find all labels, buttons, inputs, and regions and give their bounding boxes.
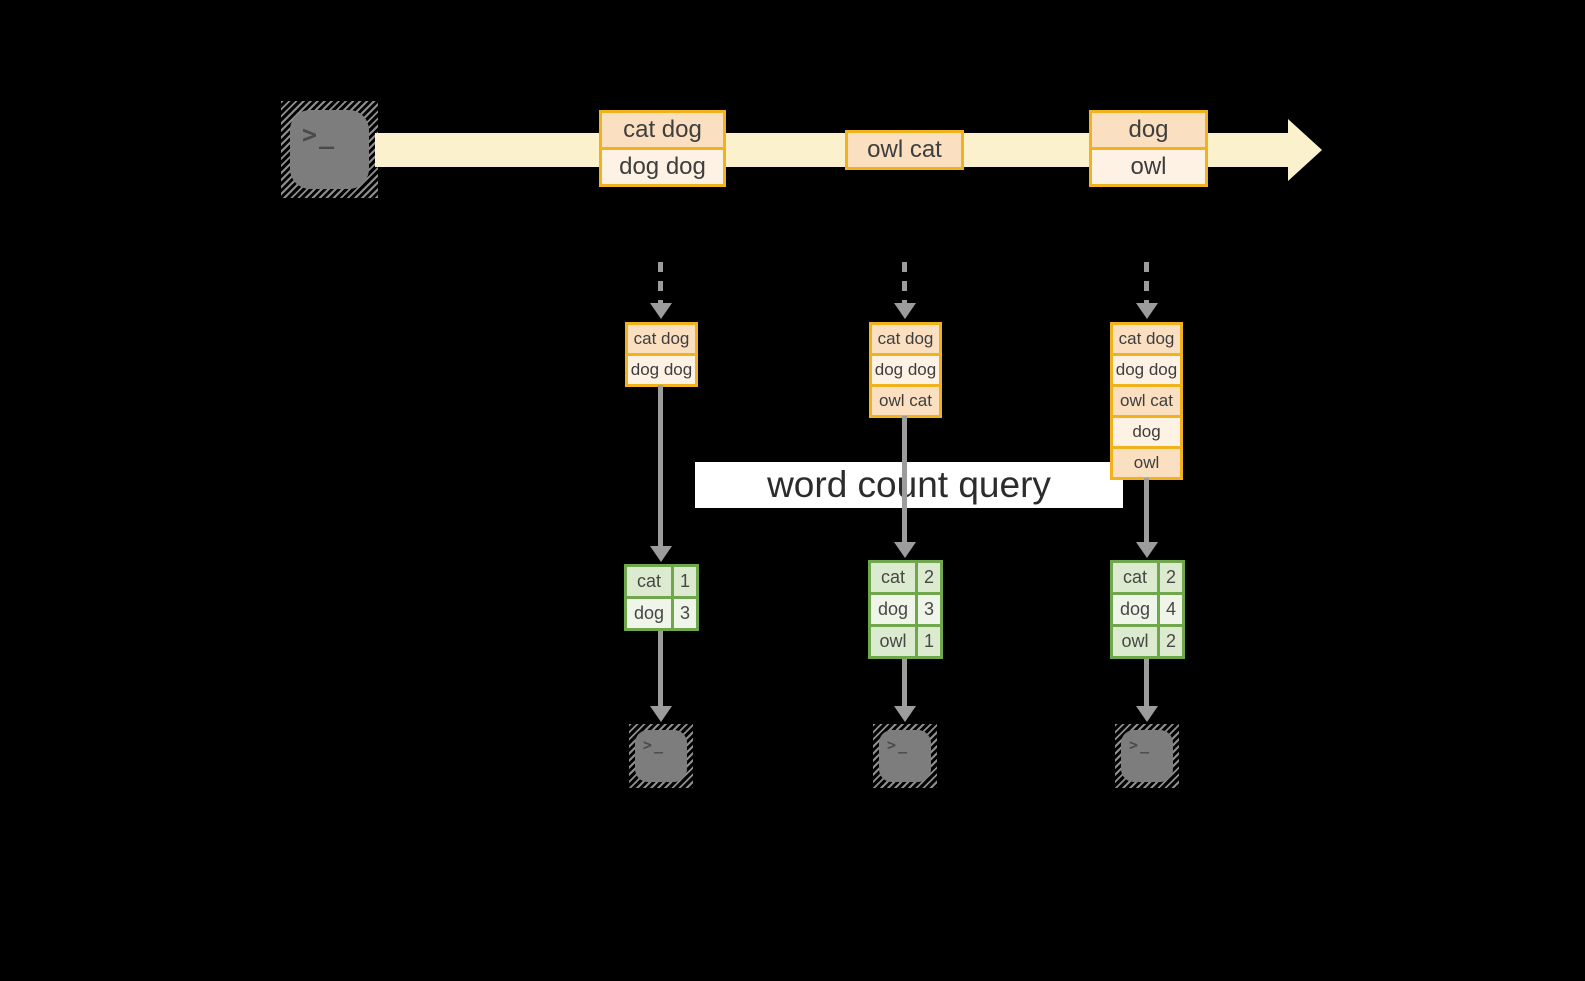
query-label-text: word count query xyxy=(767,464,1051,505)
input-record: owl cat xyxy=(872,387,939,415)
count-cell: 1 xyxy=(674,567,696,596)
stream-batch-1: cat dog dog dog xyxy=(599,110,726,187)
count-cell: 2 xyxy=(918,563,940,592)
input-record: dog xyxy=(1113,418,1180,446)
terminal-prompt-icon: >_ xyxy=(302,120,337,149)
word-cell: cat xyxy=(871,563,915,592)
count-cell: 1 xyxy=(918,627,940,656)
down-arrow xyxy=(902,659,907,707)
word-cell: owl xyxy=(1113,627,1157,656)
down-arrow xyxy=(658,385,663,547)
word-count-table-3: cat 2 dog 4 owl 2 xyxy=(1110,560,1185,659)
table-row: cat 2 xyxy=(871,563,940,592)
table-row: dog 4 xyxy=(1113,595,1182,624)
dashed-down-arrow xyxy=(1144,262,1149,306)
stream-record: owl xyxy=(1092,150,1205,184)
word-cell: dog xyxy=(871,595,915,624)
terminal-panel: >_ xyxy=(1121,730,1173,782)
terminal-sink-icon: >_ xyxy=(629,724,693,788)
stream-record: cat dog xyxy=(602,113,723,147)
terminal-prompt-icon: >_ xyxy=(643,736,666,754)
table-row: owl 2 xyxy=(1113,627,1182,656)
dashed-down-arrow xyxy=(902,262,907,306)
word-cell: cat xyxy=(627,567,671,596)
count-cell: 3 xyxy=(918,595,940,624)
down-arrow xyxy=(902,416,907,543)
terminal-panel: >_ xyxy=(290,110,369,189)
dashed-down-arrow xyxy=(658,262,663,306)
terminal-sink-icon: >_ xyxy=(1115,724,1179,788)
arrowhead-icon xyxy=(894,303,916,319)
word-cell: dog xyxy=(1113,595,1157,624)
stream-arrowhead-icon xyxy=(1288,119,1322,181)
stream-record: owl cat xyxy=(848,133,961,167)
input-record: cat dog xyxy=(872,325,939,353)
word-cell: dog xyxy=(627,599,671,628)
input-record: dog dog xyxy=(1113,356,1180,384)
down-arrow xyxy=(1144,478,1149,543)
stream-batch-2: owl cat xyxy=(845,130,964,170)
word-cell: owl xyxy=(871,627,915,656)
input-record: owl xyxy=(1113,449,1180,477)
input-record: owl cat xyxy=(1113,387,1180,415)
microbatch-input-1: cat dog dog dog xyxy=(625,322,698,387)
down-arrow xyxy=(658,631,663,707)
count-cell: 3 xyxy=(674,599,696,628)
terminal-prompt-icon: >_ xyxy=(1129,736,1152,754)
microbatch-input-3: cat dog dog dog owl cat dog owl xyxy=(1110,322,1183,480)
terminal-panel: >_ xyxy=(635,730,687,782)
stream-record: dog dog xyxy=(602,150,723,184)
count-cell: 2 xyxy=(1160,563,1182,592)
arrowhead-icon xyxy=(894,542,916,558)
stream-batch-3: dog owl xyxy=(1089,110,1208,187)
input-record: cat dog xyxy=(628,325,695,353)
word-count-query-label: word count query xyxy=(695,462,1123,508)
arrowhead-icon xyxy=(894,706,916,722)
count-cell: 4 xyxy=(1160,595,1182,624)
arrowhead-icon xyxy=(650,546,672,562)
word-count-table-1: cat 1 dog 3 xyxy=(624,564,699,631)
table-row: dog 3 xyxy=(627,599,696,628)
input-record: dog dog xyxy=(628,356,695,384)
stream-record: dog xyxy=(1092,113,1205,147)
arrowhead-icon xyxy=(650,706,672,722)
input-record: dog dog xyxy=(872,356,939,384)
microbatch-input-2: cat dog dog dog owl cat xyxy=(869,322,942,418)
table-row: cat 2 xyxy=(1113,563,1182,592)
table-row: dog 3 xyxy=(871,595,940,624)
down-arrow xyxy=(1144,659,1149,707)
arrowhead-icon xyxy=(1136,303,1158,319)
input-record: cat dog xyxy=(1113,325,1180,353)
terminal-sink-icon: >_ xyxy=(873,724,937,788)
table-row: owl 1 xyxy=(871,627,940,656)
word-count-table-2: cat 2 dog 3 owl 1 xyxy=(868,560,943,659)
terminal-prompt-icon: >_ xyxy=(887,736,910,754)
terminal-source-icon: >_ xyxy=(281,101,378,198)
arrowhead-icon xyxy=(1136,542,1158,558)
count-cell: 2 xyxy=(1160,627,1182,656)
word-cell: cat xyxy=(1113,563,1157,592)
arrowhead-icon xyxy=(650,303,672,319)
arrowhead-icon xyxy=(1136,706,1158,722)
terminal-panel: >_ xyxy=(879,730,931,782)
table-row: cat 1 xyxy=(627,567,696,596)
